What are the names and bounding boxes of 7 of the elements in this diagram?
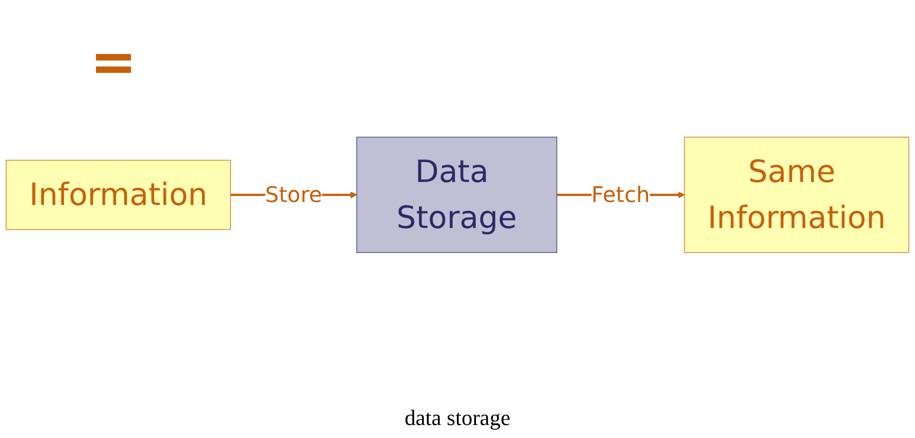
- equals-sign: =: [90, 30, 137, 95]
- caption: data storage: [404, 405, 512, 431]
- edge-label: Fetch: [591, 182, 650, 208]
- node-box: Same Information: [684, 136, 910, 254]
- edge-label: Store: [265, 182, 322, 208]
- node-box: Data Storage: [356, 136, 558, 254]
- node-box: Information: [6, 160, 231, 230]
